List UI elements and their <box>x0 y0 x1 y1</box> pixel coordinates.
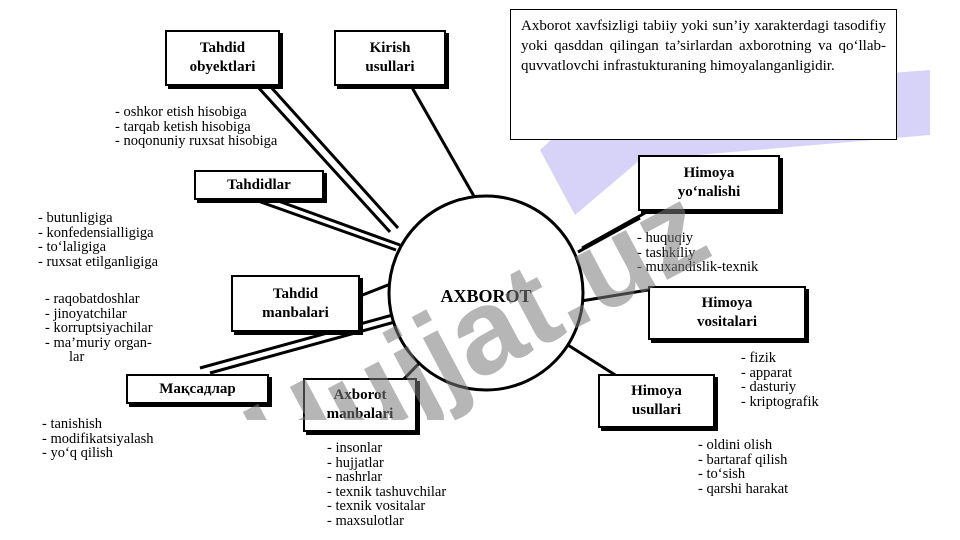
list-tahdidlar: butunligiga konfedensialligiga to‘laligi… <box>38 211 158 269</box>
list-tahdid-obyektlari: oshkor etish hisobiga tarqab ketish hiso… <box>115 105 277 149</box>
list-himoya-usullari: oldini olish bartaraf qilish to‘sish qar… <box>698 438 788 496</box>
list-item: texnik vositalar <box>327 499 446 514</box>
list-item: to‘laligiga <box>38 240 158 255</box>
list-axborot-manbalari: insonlar hujjatlar nashrlar texnik tashu… <box>327 441 446 529</box>
node-axborot-manbalari: Axborot manbalari <box>303 378 417 432</box>
list-item: apparat <box>741 365 819 381</box>
list-item: ruxsat etilganligiga <box>38 255 158 270</box>
list-himoya-yonalishi: huquqiy tashkiliy muxandislik-texnik <box>637 231 758 275</box>
list-item: tarqab ketish hisobiga <box>115 119 277 135</box>
connector-himoya-yonalishi <box>581 211 646 250</box>
list-item: noqonuniy ruxsat hisobiga <box>115 134 277 149</box>
list-item: kriptografik <box>741 395 818 410</box>
connector-maqsadlar-2 <box>199 311 401 370</box>
list-item: yo‘q qilish <box>42 446 154 461</box>
list-item: texnik tashuvchilar <box>327 485 446 500</box>
list-item: konfedensialligiga <box>38 225 158 241</box>
connector-kirish-usullari <box>408 83 477 199</box>
node-tahdid-obyektlari: Tahdid obyektlari <box>165 30 280 86</box>
list-item: huquqiy <box>637 231 758 246</box>
connector-tahdidlar <box>269 196 401 247</box>
list-item: lar <box>69 349 85 366</box>
list-item: to‘sish <box>698 467 788 482</box>
node-tahdid-manbalari: Tahdid manbalari <box>231 275 360 332</box>
list-item: korruptsiyachilar <box>45 321 152 336</box>
list-item: oshkor etish hisobiga <box>115 105 277 120</box>
list-item: tashkiliy <box>637 245 758 261</box>
list-item: muxandislik-texnik <box>637 260 758 275</box>
list-item: modifikatsiyalash <box>42 431 153 447</box>
node-kirish-usullari: Kirish usullari <box>334 30 446 86</box>
list-item: raqobatdoshlar <box>45 292 153 307</box>
connector-tahdid-obyektlari <box>268 84 400 230</box>
list-tahdid-manbalari: raqobatdoshlar jinoyatchilar korruptsiya… <box>45 292 153 366</box>
list-item: bartaraf qilish <box>698 452 788 468</box>
list-himoya-vositalari: fizik apparat dasturiy kriptografik <box>741 351 819 410</box>
list-item: fizik <box>741 351 819 366</box>
connector-himoya-vositalari <box>574 288 649 304</box>
node-maqsadlar: Мақсадлар <box>126 374 269 404</box>
node-tahdidlar: Tahdidlar <box>194 170 324 200</box>
center-label: AXBOROT <box>440 286 532 306</box>
connector-tahdid-obyektlari-2 <box>255 84 392 234</box>
list-item: maxsulotlar <box>327 514 446 529</box>
list-item: ma’muriy organ- <box>45 336 153 351</box>
connector-maqsadlar <box>209 318 403 375</box>
center-circle <box>387 194 585 392</box>
definition-box: Axborot xavfsizligi tabiiy yoki sun’iy x… <box>510 9 897 140</box>
list-item: dasturiy <box>741 380 819 395</box>
connector-himoya-yonalishi-2 <box>577 216 641 254</box>
list-item: oldini olish <box>698 438 788 453</box>
list-item: hujjatlar <box>327 455 446 471</box>
list-item: insonlar <box>327 441 446 456</box>
connector-tahdid-manbalari <box>359 281 394 298</box>
list-maqsadlar: tanishish modifikatsiyalash yo‘q qilish <box>42 417 154 461</box>
list-item: jinoyatchilar <box>45 306 153 322</box>
list-item: butunligiga <box>38 211 158 226</box>
connector-tahdidlar-2 <box>254 198 397 252</box>
list-item: nashrlar <box>327 470 446 485</box>
list-item: qarshi harakat <box>698 482 788 497</box>
list-item: tanishish <box>42 417 154 432</box>
node-himoya-vositalari: Himoya vositalari <box>648 286 806 340</box>
node-himoya-yonalishi: Himoya yo‘nalishi <box>638 155 780 211</box>
connector-himoya-usullari <box>559 338 621 380</box>
connector-lines <box>199 83 649 385</box>
node-himoya-usullari: Himoya usullari <box>598 374 715 428</box>
